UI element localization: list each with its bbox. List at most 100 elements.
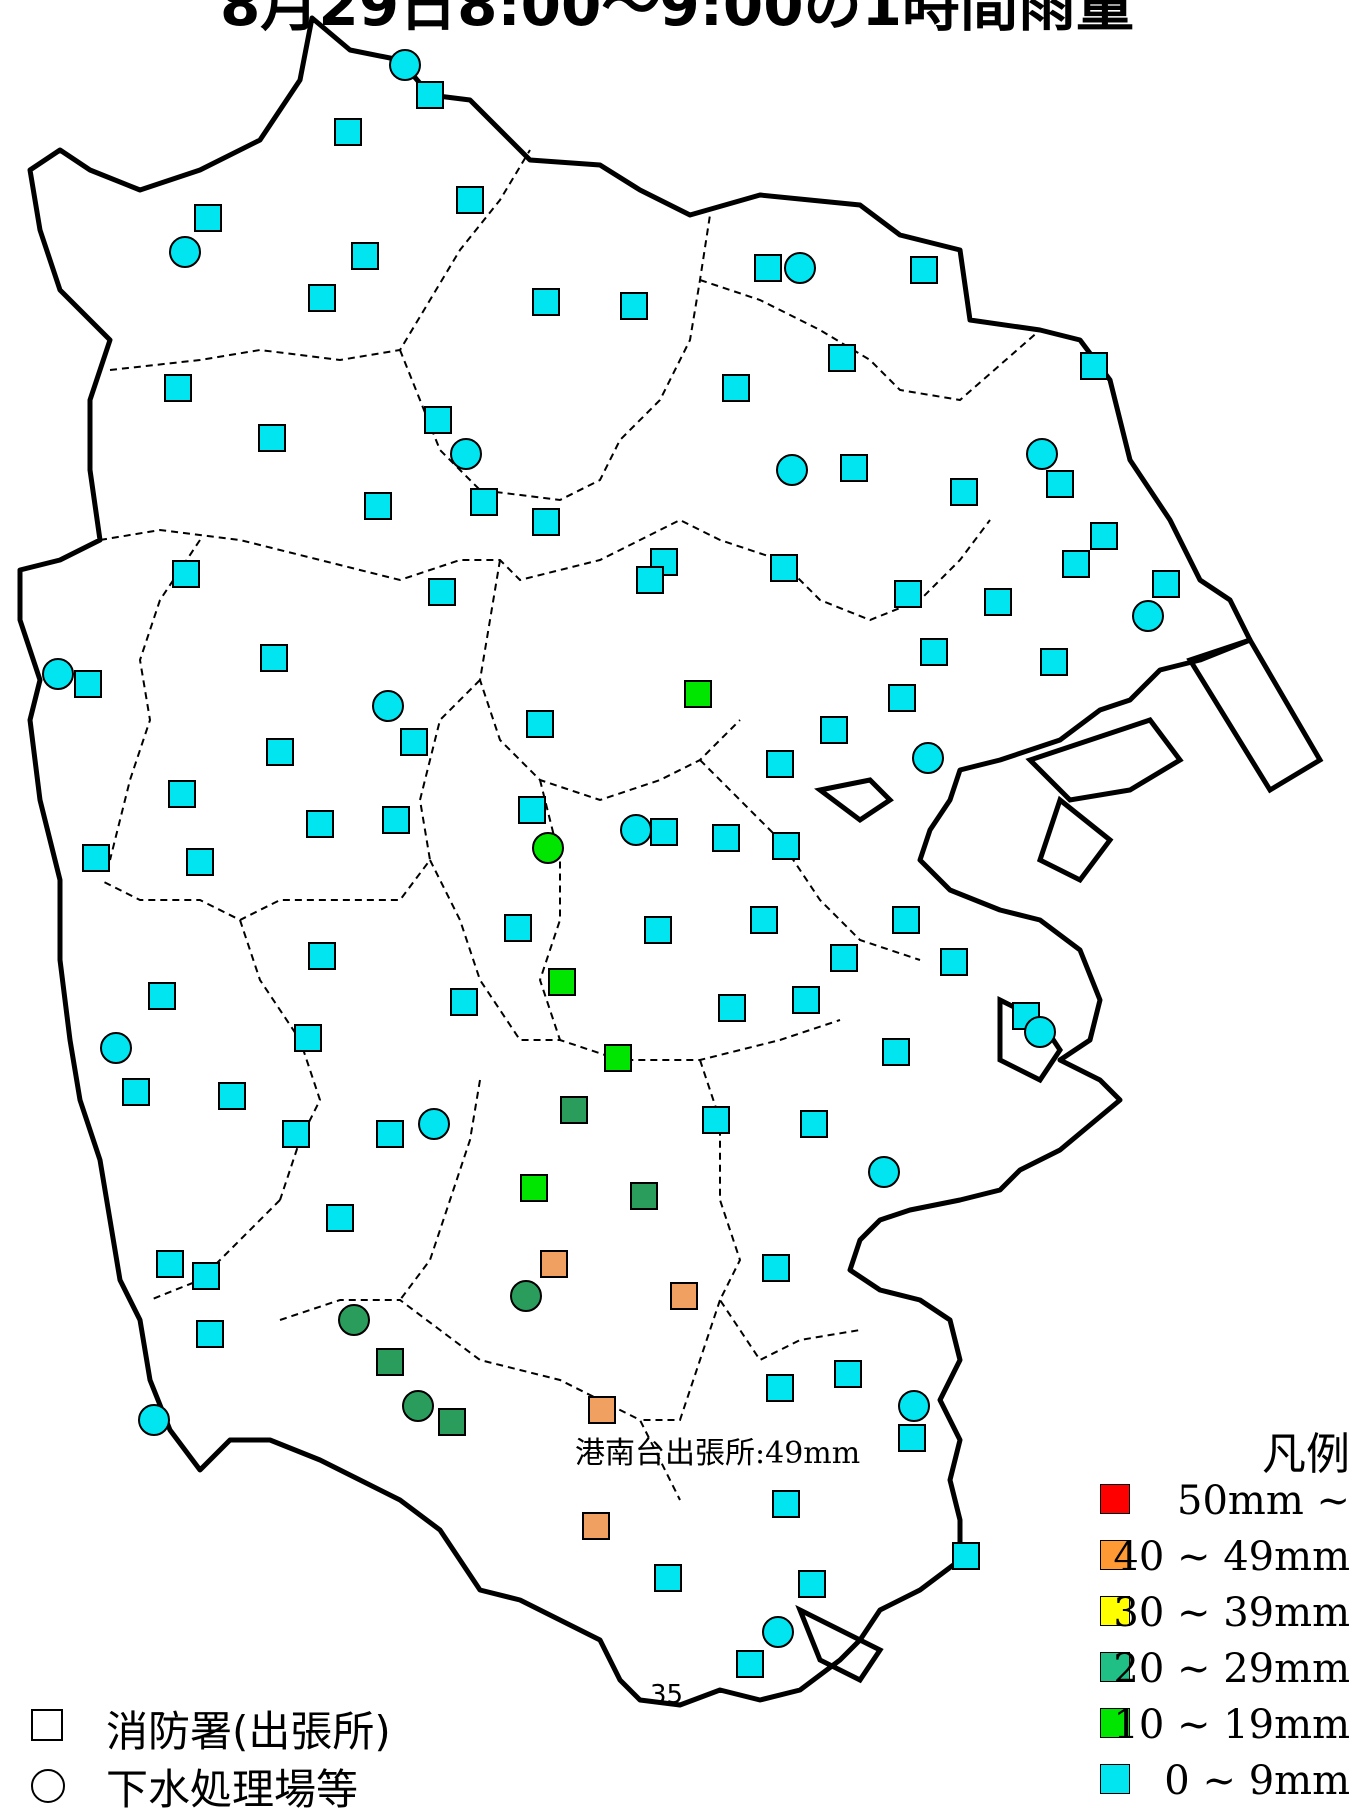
legend-label: 30 ~ 39mm [1113,1590,1350,1636]
fire-station-marker [364,492,392,520]
legend-swatch [1100,1540,1130,1570]
sewage-plant-marker [1026,438,1058,470]
ward-boundaries [99,149,1041,1501]
sewage-plant-marker [784,252,816,284]
legend-label: 10 ~ 19mm [1113,1702,1350,1748]
fire-station-marker [456,186,484,214]
fire-station-marker [1062,550,1090,578]
fire-station-marker [416,81,444,109]
fire-station-marker [736,1650,764,1678]
legend-item-40-49: 40 ~ 49mm [1100,1534,1350,1582]
legend-item-0-9: 0 ~ 9mm [1100,1758,1350,1806]
fire-station-marker [920,638,948,666]
fire-station-marker [74,670,102,698]
fire-station-marker [518,796,546,824]
fire-station-marker [351,242,379,270]
fire-station-marker [400,728,428,756]
fire-station-marker [984,588,1012,616]
fire-station-marker [540,1250,568,1278]
square-icon [31,1709,63,1741]
fire-station-marker [504,914,532,942]
sewage-plant-marker [1024,1016,1056,1048]
legend-swatch [1100,1708,1130,1738]
fire-station-marker [548,968,576,996]
fire-station-marker [840,454,868,482]
legend-item-30-39: 30 ~ 39mm [1100,1590,1350,1638]
fire-station-marker [258,424,286,452]
sewage-plant-marker [620,814,652,846]
fire-station-marker [952,1542,980,1570]
fire-station-marker [604,1044,632,1072]
fire-station-marker [192,1262,220,1290]
fire-station-marker [892,906,920,934]
fire-station-marker [520,1174,548,1202]
fire-station-marker [834,1360,862,1388]
fire-station-marker [1080,352,1108,380]
fire-station-marker [376,1120,404,1148]
sewage-plant-marker [776,454,808,486]
fire-station-marker [792,986,820,1014]
sewage-plant-marker [372,690,404,722]
fire-station-marker [828,344,856,372]
fire-station-marker [830,944,858,972]
fire-station-marker [428,578,456,606]
fire-station-marker [1152,570,1180,598]
legend-item-20-29: 20 ~ 29mm [1100,1646,1350,1694]
sewage-plant-marker [1132,600,1164,632]
fire-station-marker [722,374,750,402]
fire-station-marker [910,256,938,284]
fire-station-marker [282,1120,310,1148]
fire-station-marker [754,254,782,282]
sewage-plant-marker [338,1304,370,1336]
sewage-plant-marker [402,1390,434,1422]
fire-station-marker [532,508,560,536]
key-label: 下水処理場等 [106,1765,359,1814]
fire-station-marker [772,1490,800,1518]
fire-station-marker [382,806,410,834]
fire-station-marker [712,824,740,852]
fire-station-marker [156,1250,184,1278]
sewage-plant-marker [868,1156,900,1188]
sewage-plant-marker [450,438,482,470]
sewage-plant-marker [138,1404,170,1436]
fire-station-marker [218,1082,246,1110]
sewage-plant-marker [762,1616,794,1648]
fire-station-marker [770,554,798,582]
legend-swatch [1100,1764,1130,1794]
fire-station-marker [294,1024,322,1052]
fire-station-marker [766,750,794,778]
fire-station-marker [194,204,222,232]
fire-station-marker [950,478,978,506]
page-number: 35 [650,1680,684,1710]
key-label: 消防署(出張所) [106,1707,391,1756]
fire-station-marker [898,1424,926,1452]
fire-station-marker [894,580,922,608]
fire-station-marker [882,1038,910,1066]
fire-station-marker [1040,648,1068,676]
fire-station-marker [450,988,478,1016]
sewage-plant-marker [898,1390,930,1422]
fire-station-marker [260,644,288,672]
fire-station-marker [526,710,554,738]
fire-station-marker [376,1348,404,1376]
fire-station-marker [308,284,336,312]
fire-station-marker [940,948,968,976]
rain-gauge-stations [42,49,1180,1678]
fire-station-marker [560,1096,588,1124]
fire-station-marker [702,1106,730,1134]
fire-station-marker [766,1374,794,1402]
fire-station-marker [196,1320,224,1348]
fire-station-marker [636,566,664,594]
fire-station-marker [650,818,678,846]
fire-station-marker [326,1204,354,1232]
legend-label: 40 ~ 49mm [1113,1534,1350,1580]
fire-station-marker [266,738,294,766]
legend-label: 50mm ~ [1177,1478,1350,1524]
fire-station-marker [1090,522,1118,550]
legend-title: 凡例 [1262,1429,1350,1480]
sewage-plant-marker [912,742,944,774]
fire-station-marker [308,942,336,970]
city-outline [17,15,1253,1708]
fire-station-marker [718,994,746,1022]
